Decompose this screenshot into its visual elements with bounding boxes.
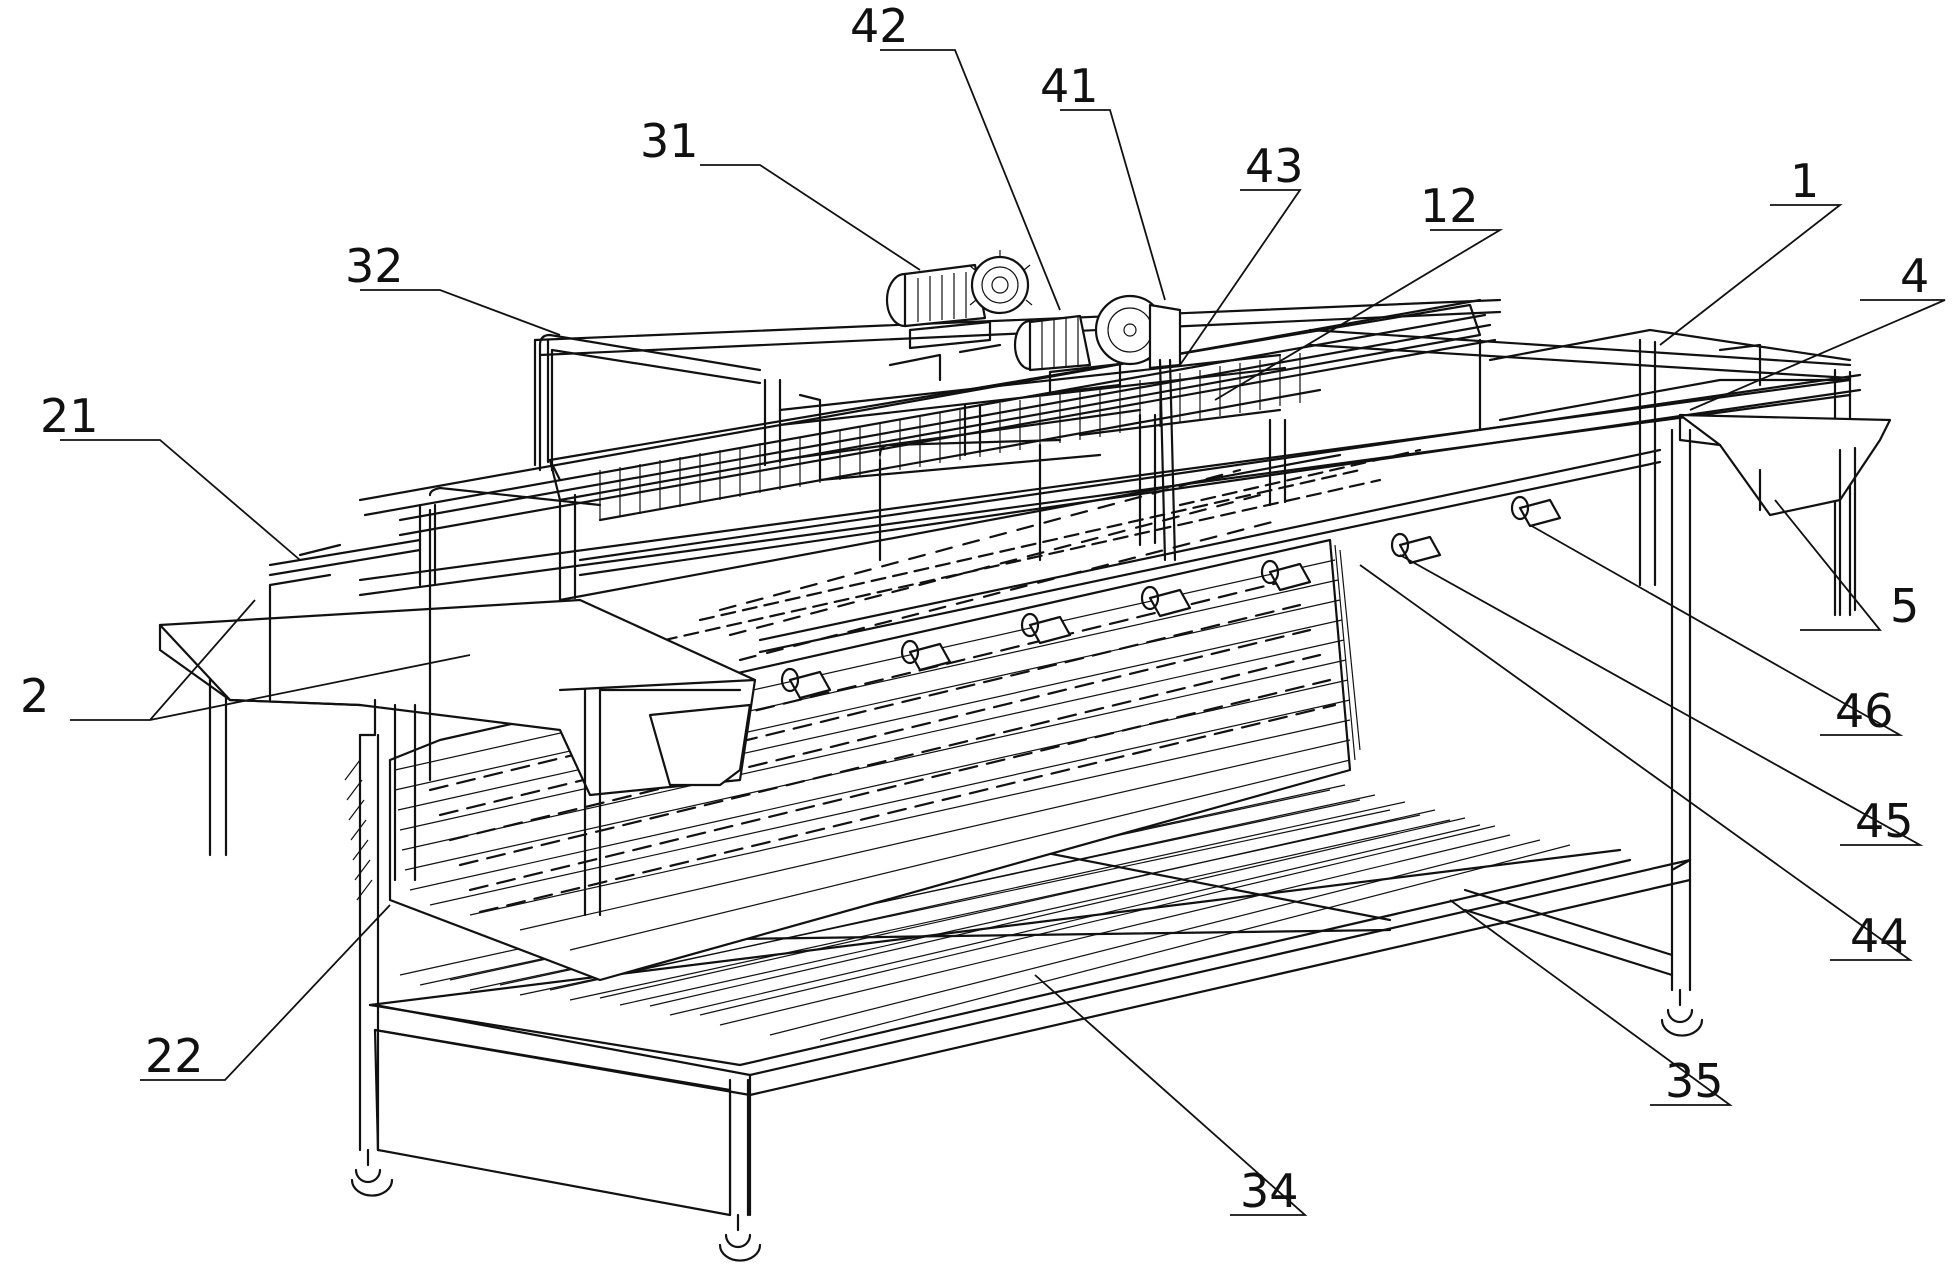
lower-frame — [208, 428, 1704, 1262]
bottom-grate — [368, 774, 1632, 1067]
leader-lines — [60, 49, 1946, 1216]
callout-31: 31 — [640, 114, 699, 168]
callout-43: 43 — [1245, 139, 1304, 193]
roller-conveyor — [344, 468, 1361, 982]
callout-21: 21 — [40, 389, 99, 443]
callout-5: 5 — [1890, 579, 1919, 633]
callout-42: 42 — [850, 0, 909, 53]
air-pipes — [428, 333, 1177, 782]
blower-motor-41 — [1013, 294, 1182, 395]
callout-2: 2 — [20, 669, 49, 723]
callout-41: 41 — [1040, 59, 1099, 113]
callout-35: 35 — [1665, 1054, 1724, 1108]
caster-middle — [718, 1213, 762, 1262]
callout-1: 1 — [1790, 154, 1819, 208]
callout-labels: 42 41 31 43 12 1 32 4 21 2 5 46 45 44 22… — [20, 0, 1929, 1218]
top-frame — [358, 298, 1862, 617]
callout-45: 45 — [1855, 794, 1914, 848]
callout-32: 32 — [345, 239, 404, 293]
callout-44: 44 — [1850, 909, 1909, 963]
callout-34: 34 — [1240, 1164, 1299, 1218]
left-chute — [158, 538, 757, 917]
caster-right — [1660, 988, 1704, 1037]
blower-motor-31 — [885, 250, 1033, 382]
callout-22: 22 — [145, 1029, 204, 1083]
callout-46: 46 — [1835, 684, 1894, 738]
caster-left — [350, 1148, 394, 1197]
callout-4: 4 — [1900, 249, 1929, 303]
callout-12: 12 — [1420, 179, 1479, 233]
nozzle-row — [780, 495, 1562, 700]
nozzle-manifold — [758, 448, 1662, 700]
right-tray — [1678, 413, 1892, 617]
